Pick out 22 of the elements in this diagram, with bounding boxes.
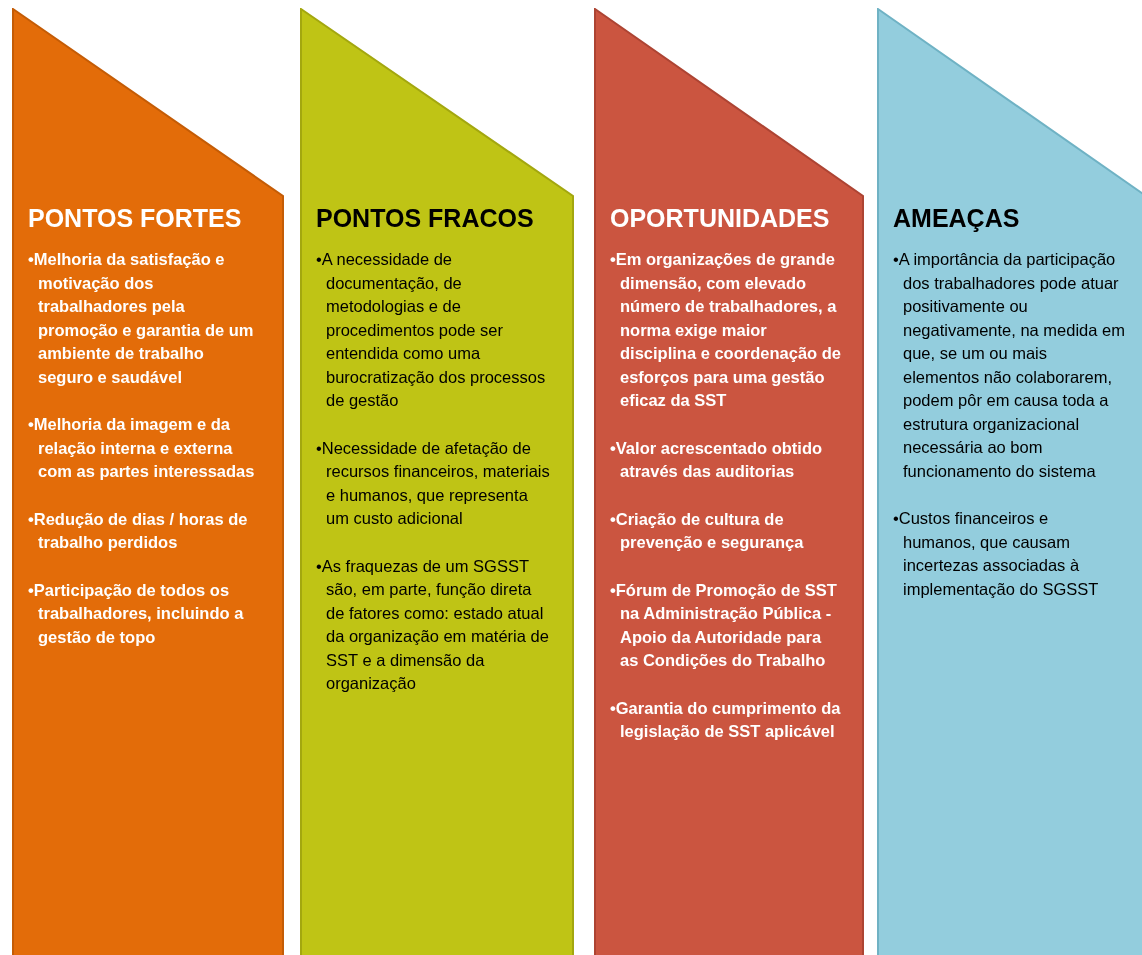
- panel-heading: AMEAÇAS: [893, 204, 1020, 233]
- bullet-item: •Participação de todos os trabalhadores, incluindo a gestão de topo: [28, 579, 245, 648]
- bullet-item: •Melhoria da imagem e da relação interna e externa com as partes interessadas: [28, 414, 256, 482]
- bullet-item: •Necessidade de afetação de recursos financeiros, materiais e humanos, que representa um custo adicional: [316, 437, 551, 529]
- bullet-item: •Valor acrescentado obtido através das auditorias: [610, 437, 824, 482]
- bullet-item: •Redução de dias / horas de trabalho perdidos: [28, 508, 249, 553]
- bullet-item: •As fraquezas de um SGSST são, em parte, função direta de fatores como: estado atual da organização em matéria de SST e a dimensão da organização: [316, 555, 550, 694]
- panel-heading: PONTOS FRACOS: [316, 204, 534, 233]
- bullet-item: •Criação de cultura de prevenção e segurança: [610, 508, 805, 553]
- chevron-panel: [300, 8, 574, 955]
- chevron-panel: [877, 8, 1142, 955]
- chevron-panel: [594, 8, 864, 955]
- panel-heading: PONTOS FORTES: [28, 204, 242, 233]
- bullet-item: •Em organizações de grande dimensão, com elevado número de trabalhadores, a norma exige maior disciplina e coordenação de esforços para uma gestão eficaz da SST: [610, 249, 842, 411]
- bullet-item: •A necessidade de documentação, de metodologias e de procedimentos pode ser entendida como uma burocratização dos processos de gestão: [316, 249, 547, 411]
- panel-heading: OPORTUNIDADES: [610, 204, 830, 233]
- bullet-item: •A importância da participação dos trabalhadores pode atuar positivamente ou negativamente, na medida em que, se um ou mais elementos não colaborarem, podem pôr em causa toda a estrutura organizacional necessária ao bom funcionamento do sistema: [893, 249, 1125, 482]
- chevron-panel: [12, 8, 284, 955]
- bullet-item: •Melhoria da satisfação e motivação dos trabalhadores pela promoção e garantia de um ambiente de trabalho seguro e saudável: [28, 249, 255, 388]
- bullet-item: •Fórum de Promoção de SST na Administração Pública - Apoio da Autoridade para as Condições do Trabalho: [610, 579, 838, 671]
- bullet-item: •Custos financeiros e humanos, que causam incertezas associadas à implementação do SGSST: [893, 508, 1100, 600]
- bullet-item: •Garantia do cumprimento da legislação de SST aplicável: [610, 697, 842, 742]
